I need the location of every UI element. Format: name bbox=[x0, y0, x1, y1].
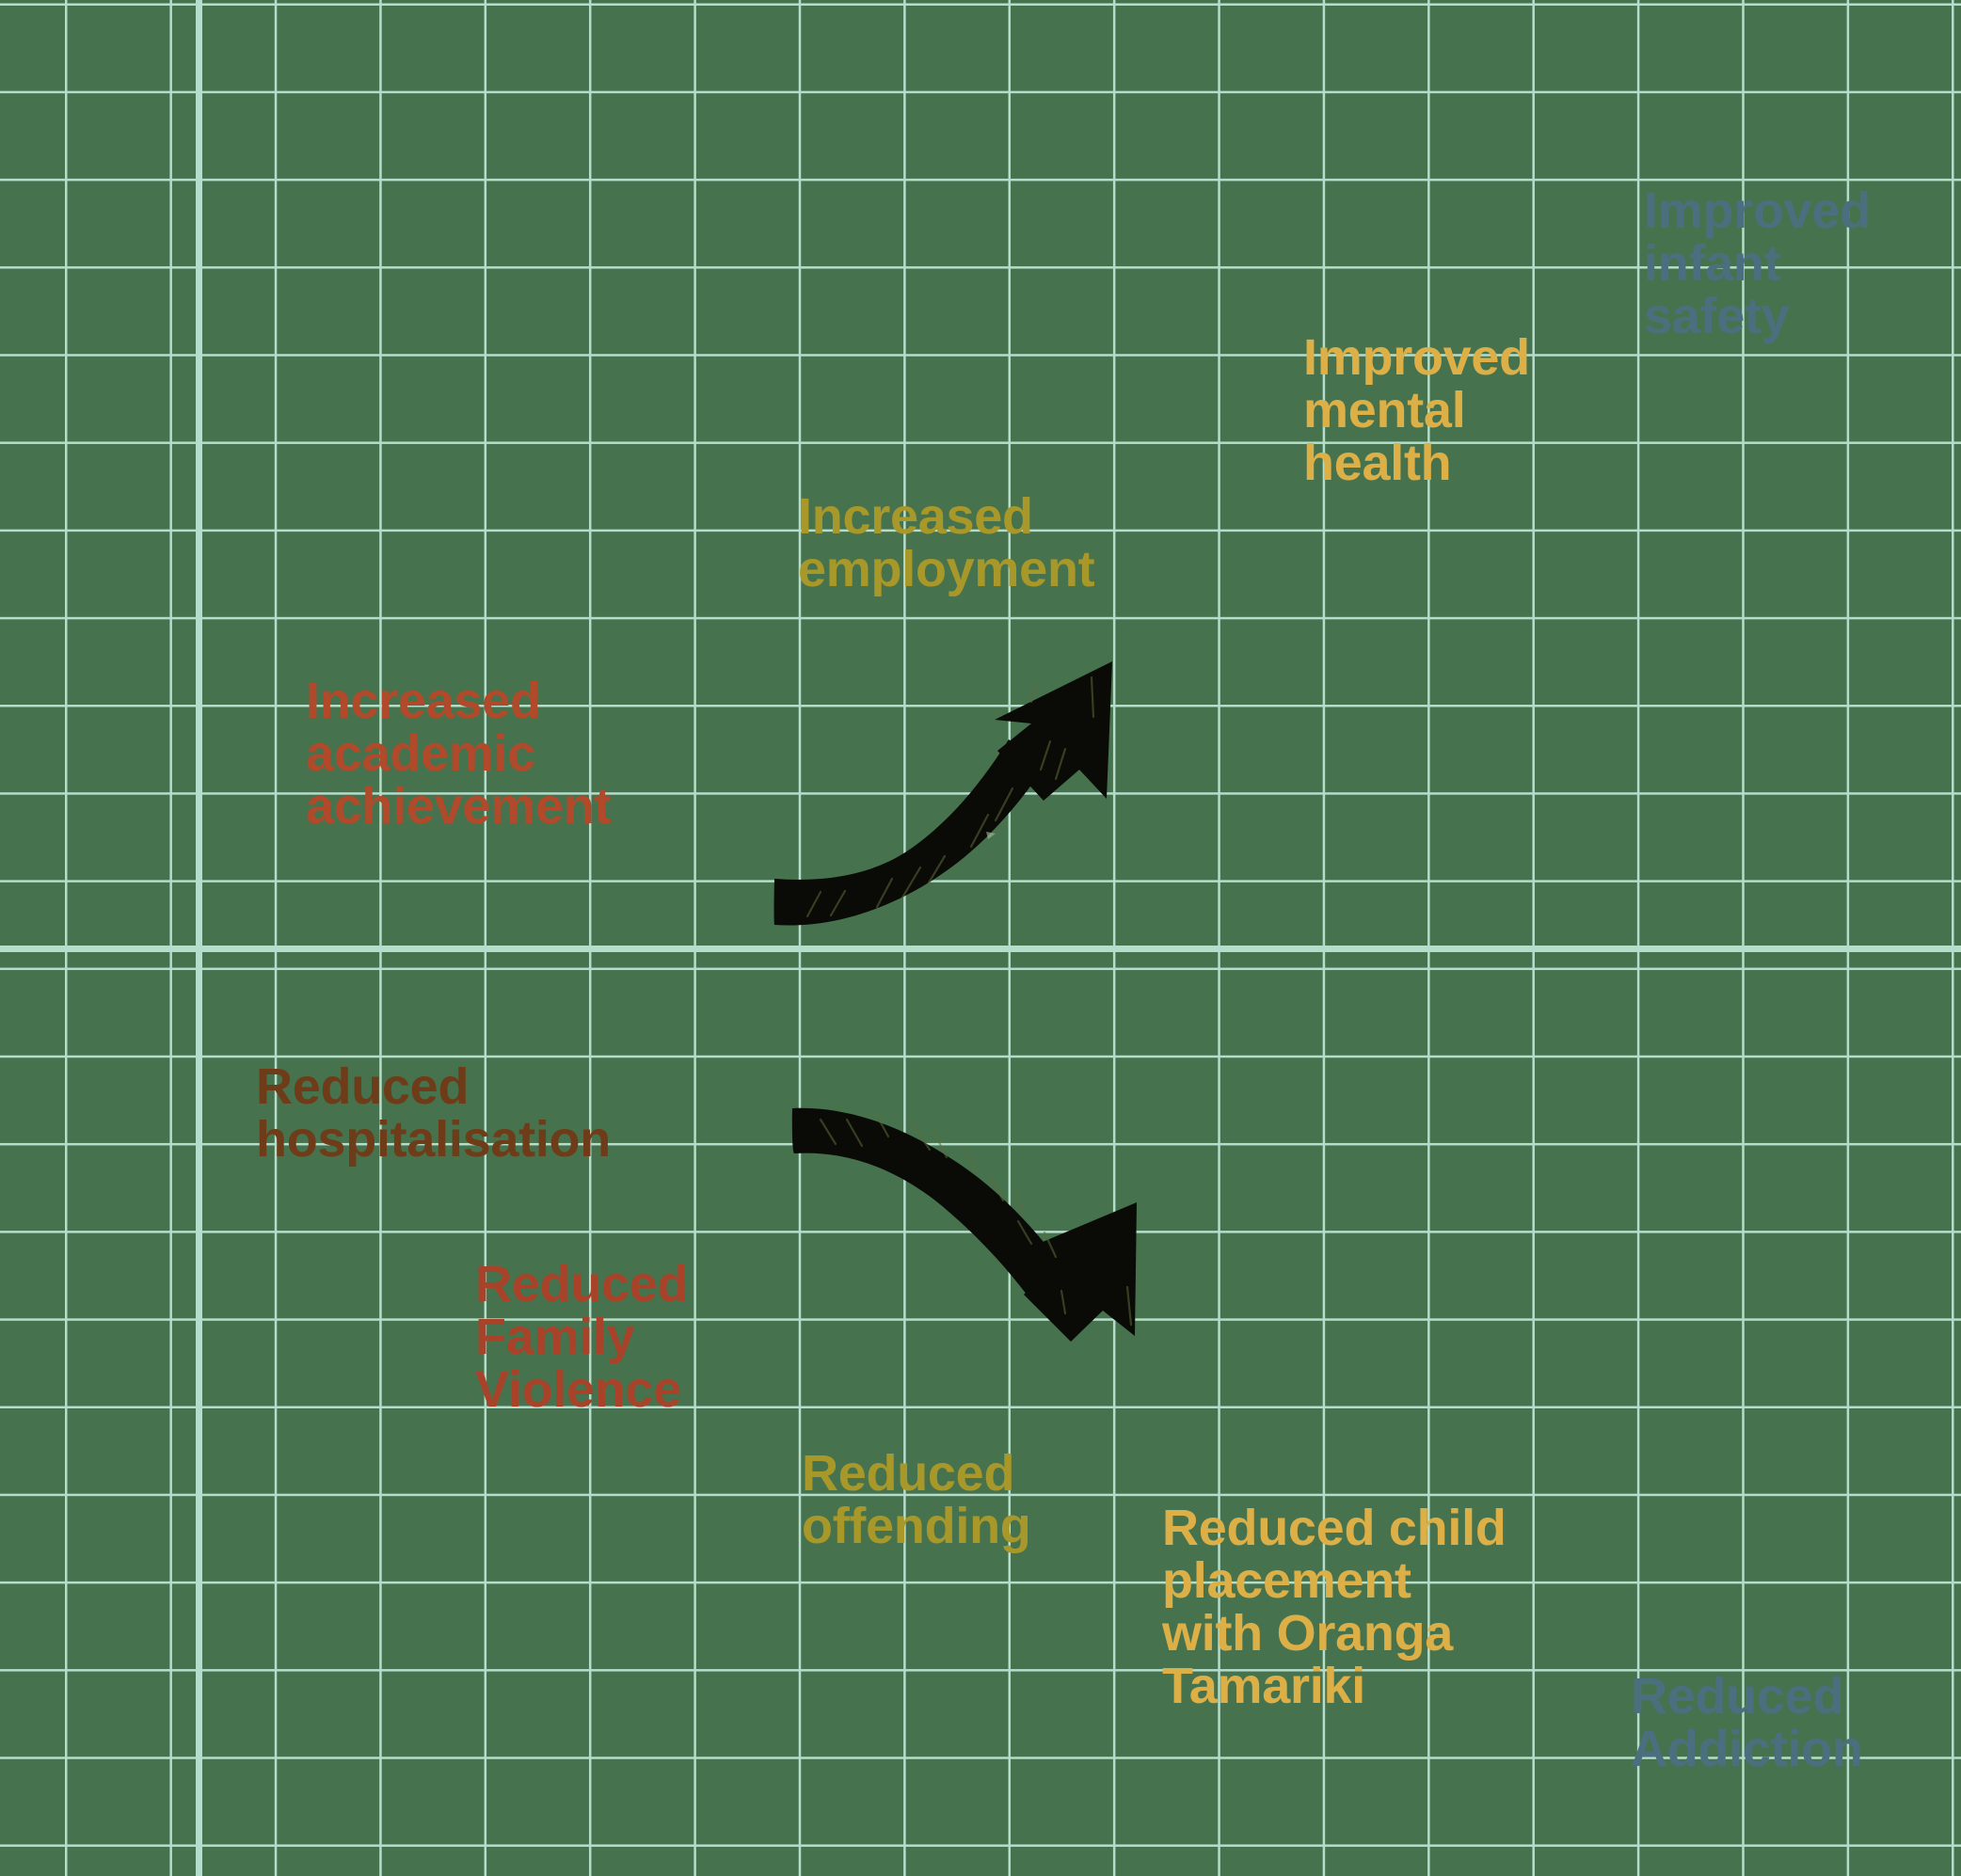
label-reduced-family-violence: Reduced Family Violence bbox=[475, 1256, 689, 1419]
label-improved-infant-safety: Improved infant safety bbox=[1644, 183, 1871, 345]
downward-trend-arrow bbox=[791, 1107, 1137, 1342]
grid-major-vertical-line bbox=[196, 0, 202, 1876]
grid-major-horizontal-line bbox=[0, 946, 1961, 952]
label-improved-mental-health: Improved mental health bbox=[1303, 329, 1530, 492]
label-reduced-child-placement: Reduced child placement with Oranga Tama… bbox=[1162, 1500, 1507, 1715]
label-reduced-offending: Reduced offending bbox=[802, 1445, 1031, 1555]
upward-trend-arrow bbox=[773, 661, 1112, 926]
label-reduced-hospitalisation: Reduced hospitalisation bbox=[256, 1058, 611, 1169]
label-increased-academic-achievement: Increased academic achievement bbox=[306, 673, 612, 835]
label-increased-employment: Increased employment bbox=[798, 488, 1095, 598]
label-reduced-addiction: Reduced Addiction bbox=[1631, 1668, 1863, 1778]
